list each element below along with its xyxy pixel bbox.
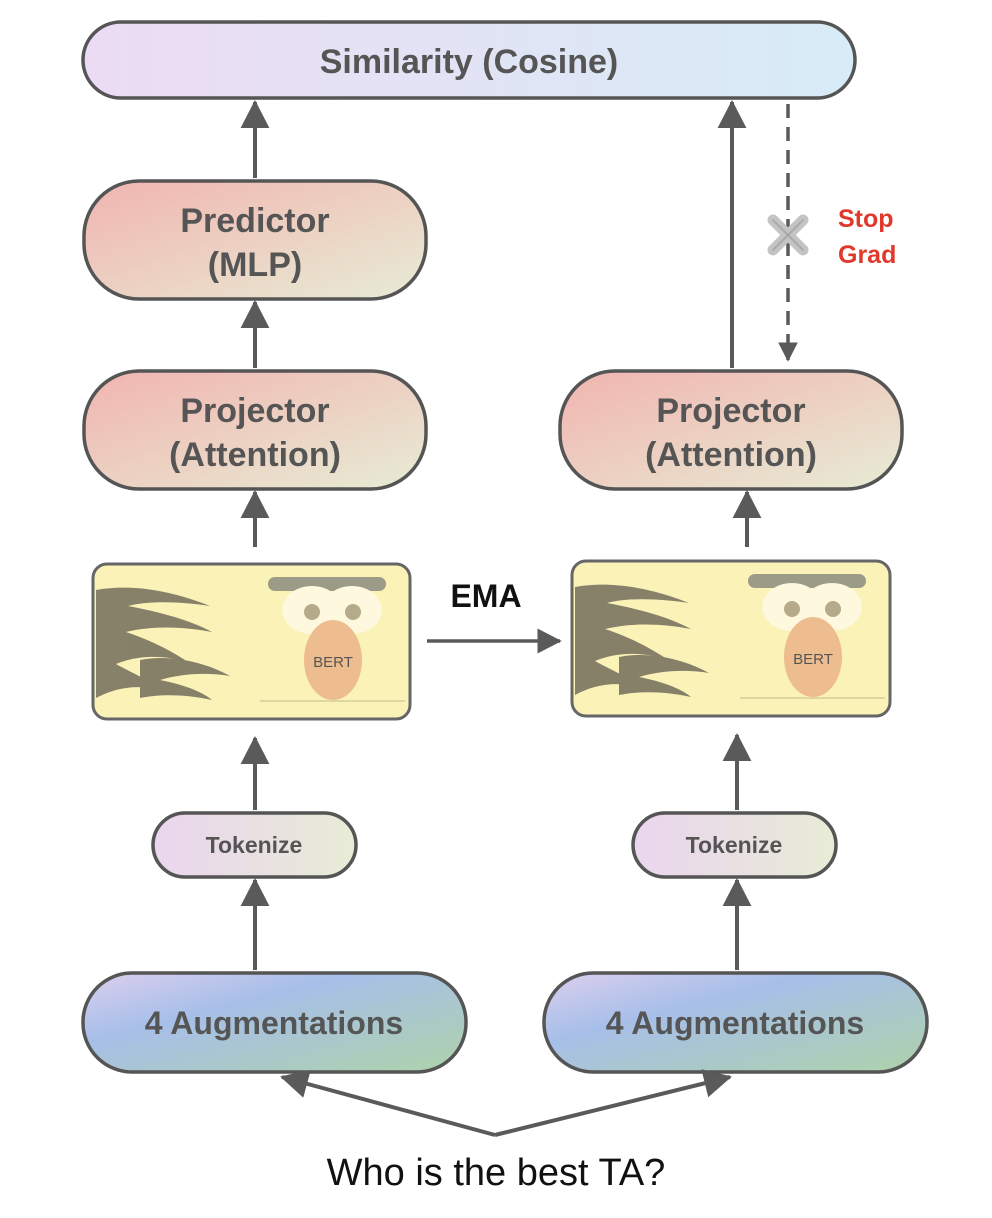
online-projector-line2: (Attention) bbox=[169, 436, 341, 474]
target-projector-box: Projector (Attention) bbox=[558, 369, 904, 491]
arrow-input-to-target-aug bbox=[494, 1069, 732, 1137]
target-tokenize-label: Tokenize bbox=[686, 832, 783, 858]
input-sentence: Who is the best TA? bbox=[327, 1152, 666, 1194]
online-augmentations-label: 4 Augmentations bbox=[145, 1005, 403, 1041]
bert-nose-icon bbox=[304, 620, 362, 700]
stop-grad-cross-icon bbox=[767, 214, 809, 256]
flame-decal-icon bbox=[96, 587, 230, 700]
ema-label: EMA bbox=[450, 578, 521, 614]
target-tokenize-box: Tokenize bbox=[631, 811, 838, 879]
target-projector-line1: Projector bbox=[656, 392, 805, 430]
predictor-label-line1: Predictor bbox=[180, 202, 329, 240]
similarity-label: Similarity (Cosine) bbox=[320, 43, 619, 81]
stop-grad-label-line1: Stop bbox=[838, 205, 894, 233]
online-projector-line1: Projector bbox=[180, 392, 329, 430]
flame-decal-icon bbox=[575, 584, 709, 697]
online-tokenize-label: Tokenize bbox=[206, 832, 303, 858]
bert-nose-icon bbox=[784, 617, 842, 697]
online-projector-box: Projector (Attention) bbox=[82, 369, 428, 491]
target-augmentations-box: 4 Augmentations bbox=[542, 971, 929, 1074]
online-augmentations-box: 4 Augmentations bbox=[81, 971, 468, 1074]
target-projector-line2: (Attention) bbox=[645, 436, 817, 474]
online-bert-encoder: BERT bbox=[91, 562, 412, 721]
target-augmentations-label: 4 Augmentations bbox=[606, 1005, 864, 1041]
online-bert-badge: BERT bbox=[313, 654, 353, 671]
target-bert-encoder: BERT bbox=[570, 559, 892, 718]
predictor-box: Predictor (MLP) bbox=[82, 179, 428, 301]
target-bert-badge: BERT bbox=[793, 651, 833, 668]
similarity-box: Similarity (Cosine) bbox=[81, 20, 857, 100]
arrow-input-to-online-aug bbox=[280, 1069, 496, 1137]
online-tokenize-box: Tokenize bbox=[151, 811, 358, 879]
stop-grad-label-line2: Grad bbox=[838, 241, 896, 269]
predictor-label-line2: (MLP) bbox=[208, 246, 302, 284]
